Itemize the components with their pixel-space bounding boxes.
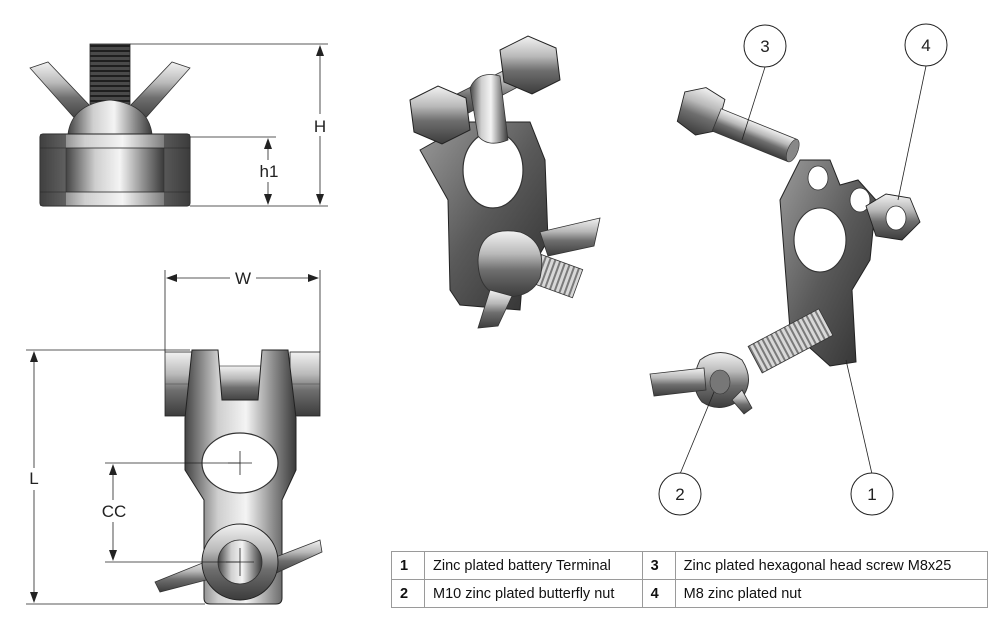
exploded-view-illustration	[649, 65, 927, 475]
part-number: 3	[641, 551, 676, 580]
callout-3-number: 3	[760, 37, 769, 56]
dim-W-label: W	[235, 269, 251, 288]
parts-list-table: 1 Zinc plated battery Terminal 3 Zinc pl…	[391, 551, 989, 608]
top-view: W L CC	[22, 266, 323, 605]
part-description: M10 zinc plated butterfly nut	[424, 579, 643, 608]
table-row: 1 Zinc plated battery Terminal 3 Zinc pl…	[391, 551, 989, 580]
callout-1-number: 1	[867, 485, 876, 504]
dim-L-label: L	[29, 469, 38, 488]
dim-h1-label: h1	[260, 162, 279, 181]
assembled-terminal-illustration	[409, 35, 601, 329]
dim-CC-label: CC	[102, 502, 127, 521]
callout-4: 4	[904, 23, 948, 67]
part-description: M8 zinc plated nut	[674, 579, 989, 608]
callout-3: 3	[743, 24, 787, 68]
front-view: H h1	[29, 43, 332, 207]
dim-H-label: H	[314, 117, 326, 136]
callout-1: 1	[850, 472, 894, 516]
callout-2: 2	[658, 472, 702, 516]
callout-2-number: 2	[675, 485, 684, 504]
part-description: Zinc plated hexagonal head screw M8x25	[674, 551, 989, 580]
part-description: Zinc plated battery Terminal	[424, 551, 643, 580]
part-number: 4	[641, 579, 676, 608]
part-number: 1	[391, 551, 425, 580]
part-number: 2	[391, 579, 425, 608]
table-row: 2 M10 zinc plated butterfly nut 4 M8 zin…	[391, 579, 989, 608]
callout-4-number: 4	[921, 36, 930, 55]
